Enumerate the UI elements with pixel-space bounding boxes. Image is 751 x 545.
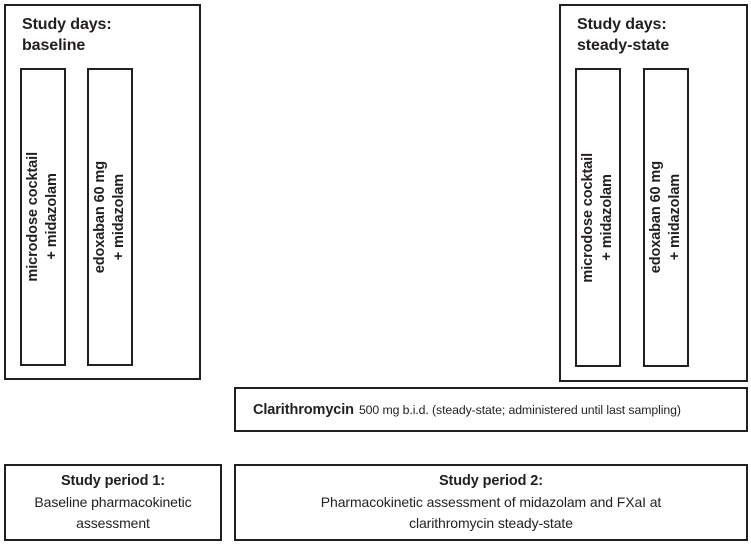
study-period-2-box: Study period 2: Pharmacokinetic assessme… (234, 464, 748, 541)
treatment-box-microdose-cocktail-baseline: microdose cocktail + midazolam (20, 68, 66, 366)
panel-title-baseline: Study days: baseline (22, 16, 112, 54)
treatment-label-wrap: microdose cocktail + midazolam (577, 70, 619, 365)
treatment-label-wrap: microdose cocktail + midazolam (22, 70, 64, 364)
study-period-1-body: Baseline pharmacokinetic assessment (34, 494, 192, 531)
treatment-label-microdose-cocktail: microdose cocktail + midazolam (580, 152, 615, 283)
treatment-label-edoxaban-60mg: edoxaban 60 mg + midazolam (92, 160, 127, 274)
clarithromycin-drug-name: Clarithromycin (253, 401, 354, 418)
panel-study-days-steady-state: Study days: steady-state microdose cockt… (559, 4, 748, 382)
treatment-box-edoxaban-60mg-steady-state: edoxaban 60 mg + midazolam (643, 68, 689, 367)
clarithromycin-dosing-bar: Clarithromycin 500 mg b.i.d. (steady-sta… (234, 387, 748, 432)
panel-study-days-baseline: Study days: baseline microdose cocktail … (4, 4, 201, 380)
treatment-label-wrap: edoxaban 60 mg + midazolam (645, 70, 687, 365)
treatment-box-edoxaban-60mg-baseline: edoxaban 60 mg + midazolam (87, 68, 133, 366)
study-period-1-box: Study period 1: Baseline pharmacokinetic… (4, 464, 222, 541)
panel-title-steady-state: Study days: steady-state (577, 16, 670, 54)
study-period-2-heading: Study period 2: (438, 473, 544, 489)
study-period-1-heading: Study period 1: (60, 473, 166, 489)
treatment-label-microdose-cocktail: microdose cocktail + midazolam (25, 152, 60, 282)
study-period-2-body: Pharmacokinetic assessment of midazolam … (320, 494, 662, 531)
treatment-label-edoxaban-60mg: edoxaban 60 mg + midazolam (648, 161, 683, 274)
clarithromycin-dosing-details: 500 mg b.i.d. (steady-state; administere… (358, 402, 681, 417)
treatment-box-microdose-cocktail-steady-state: microdose cocktail + midazolam (575, 68, 621, 367)
treatment-label-wrap: edoxaban 60 mg + midazolam (89, 70, 131, 364)
